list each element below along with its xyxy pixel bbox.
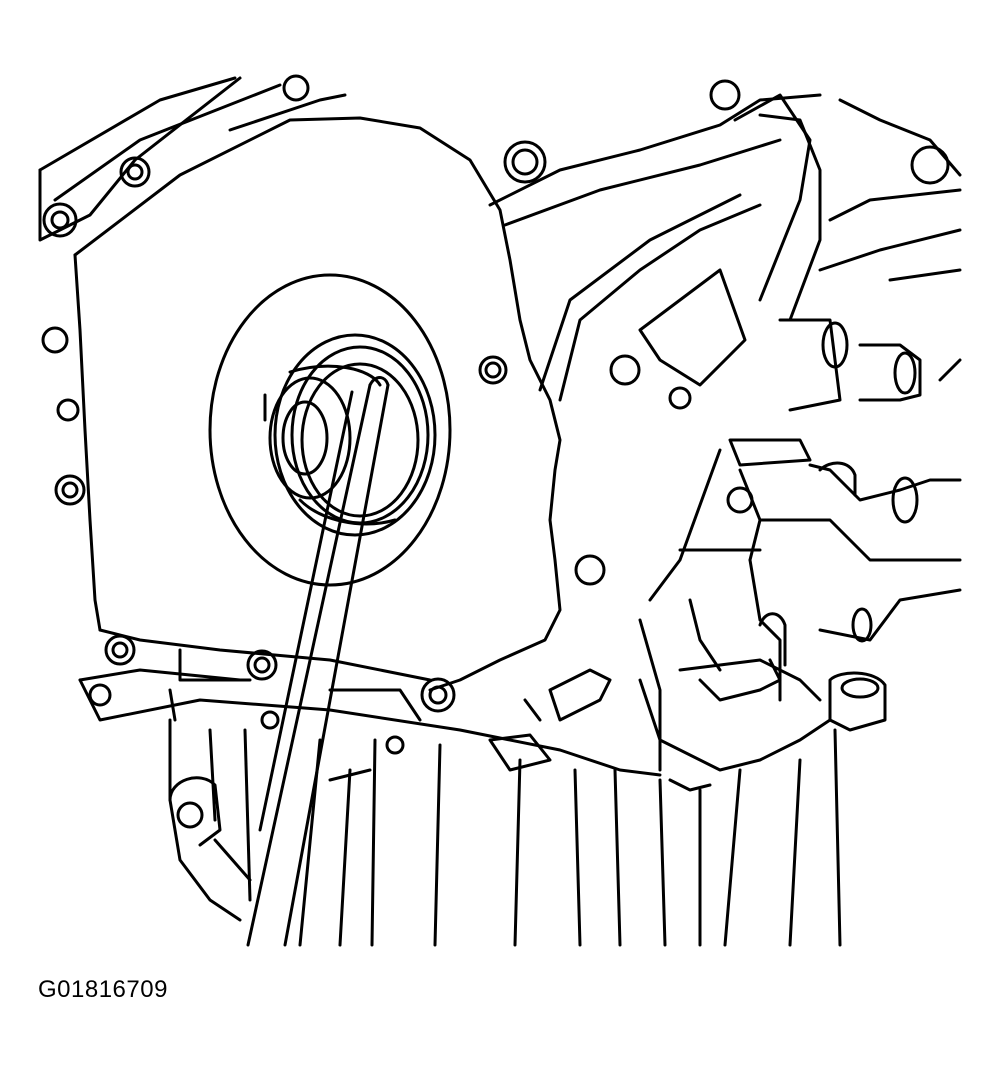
oil-pan	[80, 600, 885, 945]
figure-code: G01816709	[38, 976, 168, 1003]
crankshaft-seal	[210, 275, 450, 585]
engine-front-cover-illustration	[0, 0, 995, 960]
cover-bolts	[43, 328, 690, 711]
front-cover	[75, 81, 820, 690]
seal-removal-tool	[248, 378, 388, 946]
block-upper-edge	[40, 76, 345, 240]
right-housing	[540, 95, 960, 700]
